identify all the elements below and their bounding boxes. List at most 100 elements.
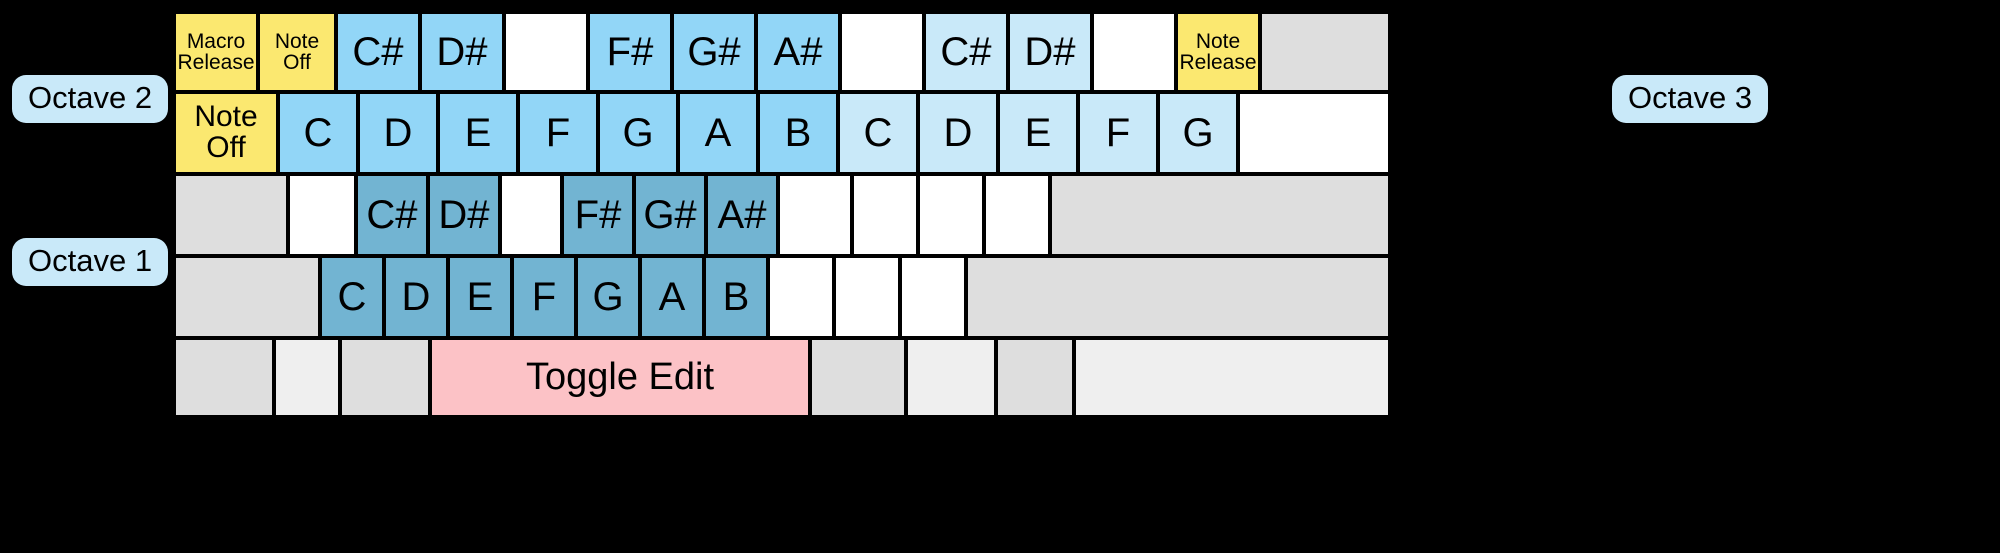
key-octave1-sharps-blank-0 <box>174 174 288 256</box>
key-label: G <box>1182 110 1214 155</box>
octave-2-label: Octave 2 <box>12 75 169 123</box>
octave-3-label: Octave 3 <box>1612 75 1769 123</box>
key-octave1-sharps-d-sharp-3[interactable]: D# <box>428 174 500 256</box>
key-octave2-sharps-c-sharp-2[interactable]: C# <box>336 12 420 92</box>
key-bottom-row-blank-6 <box>996 338 1074 417</box>
key-octave1-naturals-blank-11 <box>966 256 1390 338</box>
key-octave2-sharps-a-sharp-7[interactable]: A# <box>756 12 840 92</box>
key-octave1-sharps-blank-8[interactable] <box>778 174 852 256</box>
key-octave2-naturals-f-4[interactable]: F <box>518 92 598 174</box>
key-bottom-row-toggle-edit-3[interactable]: Toggle Edit <box>430 338 810 417</box>
key-label: F# <box>574 192 622 237</box>
key-octave1-sharps-f-sharp-5[interactable]: F# <box>562 174 634 256</box>
key-label: F <box>531 274 557 319</box>
key-octave1-sharps-blank-9[interactable] <box>852 174 918 256</box>
key-octave2-sharps-blank-11[interactable] <box>1092 12 1176 92</box>
key-bottom-row-blank-7 <box>1074 338 1390 417</box>
key-octave1-sharps-blank-1[interactable] <box>288 174 356 256</box>
key-octave2-naturals-blank-13[interactable] <box>1238 92 1390 174</box>
key-octave1-naturals-d-2[interactable]: D <box>384 256 448 338</box>
key-label: D# <box>1024 29 1076 74</box>
key-octave1-naturals-c-1[interactable]: C <box>320 256 384 338</box>
key-octave2-sharps-f-sharp-5[interactable]: F# <box>588 12 672 92</box>
key-bottom-row-blank-4 <box>810 338 906 417</box>
key-label: A <box>658 274 686 319</box>
key-octave2-naturals-e-10[interactable]: E <box>998 92 1078 174</box>
key-octave1-sharps-a-sharp-7[interactable]: A# <box>706 174 778 256</box>
key-octave1-naturals-blank-8[interactable] <box>768 256 834 338</box>
key-octave1-sharps-blank-12 <box>1050 174 1390 256</box>
key-octave1-naturals-blank-9[interactable] <box>834 256 900 338</box>
key-bottom-row-blank-0 <box>174 338 274 417</box>
octave-1-label: Octave 1 <box>12 238 169 286</box>
key-label: G# <box>687 29 741 74</box>
key-label: A# <box>717 192 767 237</box>
key-octave2-naturals-a-6[interactable]: A <box>678 92 758 174</box>
key-octave2-sharps-d-sharp-10[interactable]: D# <box>1008 12 1092 92</box>
key-octave1-naturals-blank-10[interactable] <box>900 256 966 338</box>
key-octave2-sharps-d-sharp-3[interactable]: D# <box>420 12 504 92</box>
key-octave2-naturals-c-8[interactable]: C <box>838 92 918 174</box>
key-label: D <box>401 274 431 319</box>
key-label: C <box>303 110 333 155</box>
key-label: D <box>383 110 413 155</box>
key-label: Toggle Edit <box>525 356 714 399</box>
key-octave2-sharps-g-sharp-6[interactable]: G# <box>672 12 756 92</box>
key-octave1-naturals-a-6[interactable]: A <box>640 256 704 338</box>
key-bottom-row-blank-5 <box>906 338 996 417</box>
key-label: C# <box>366 192 418 237</box>
key-label: E <box>464 110 492 155</box>
key-octave1-sharps-blank-4[interactable] <box>500 174 562 256</box>
key-octave1-sharps-blank-10[interactable] <box>918 174 984 256</box>
key-bottom-row-blank-1 <box>274 338 340 417</box>
key-label: C <box>863 110 893 155</box>
key-label: G <box>622 110 654 155</box>
key-label: B <box>722 274 750 319</box>
key-label: E <box>1024 110 1052 155</box>
key-label: A <box>704 110 732 155</box>
key-octave2-naturals-g-12[interactable]: G <box>1158 92 1238 174</box>
key-octave1-naturals-b-7[interactable]: B <box>704 256 768 338</box>
key-label: C# <box>940 29 992 74</box>
key-octave2-sharps-blank-13 <box>1260 12 1390 92</box>
key-octave1-sharps-g-sharp-6[interactable]: G# <box>634 174 706 256</box>
key-label: B <box>784 110 812 155</box>
key-row-bottom-row: Toggle Edit <box>174 338 1390 417</box>
key-label: G# <box>643 192 697 237</box>
key-label: D# <box>438 192 490 237</box>
key-octave2-sharps-c-sharp-9[interactable]: C# <box>924 12 1008 92</box>
key-row-octave1-sharps: C# D# F# G# A# <box>174 174 1390 256</box>
key-octave1-sharps-c-sharp-2[interactable]: C# <box>356 174 428 256</box>
key-octave2-sharps-blank-8[interactable] <box>840 12 924 92</box>
key-label: G <box>592 274 624 319</box>
key-octave2-naturals-d-2[interactable]: D <box>358 92 438 174</box>
key-label: A# <box>773 29 823 74</box>
key-label: D <box>943 110 973 155</box>
key-octave2-sharps-blank-4[interactable] <box>504 12 588 92</box>
key-label: F <box>545 110 571 155</box>
key-octave1-naturals-e-3[interactable]: E <box>448 256 512 338</box>
key-octave2-naturals-c-1[interactable]: C <box>278 92 358 174</box>
key-label: F <box>1105 110 1131 155</box>
key-octave2-naturals-d-9[interactable]: D <box>918 92 998 174</box>
key-octave1-naturals-blank-0 <box>174 256 320 338</box>
key-octave1-naturals-f-4[interactable]: F <box>512 256 576 338</box>
key-octave1-sharps-blank-11[interactable] <box>984 174 1050 256</box>
key-octave2-naturals-b-7[interactable]: B <box>758 92 838 174</box>
key-octave2-naturals-f-11[interactable]: F <box>1078 92 1158 174</box>
key-octave2-naturals-e-3[interactable]: E <box>438 92 518 174</box>
key-octave1-naturals-g-5[interactable]: G <box>576 256 640 338</box>
key-label: F# <box>606 29 654 74</box>
key-octave2-naturals-g-5[interactable]: G <box>598 92 678 174</box>
